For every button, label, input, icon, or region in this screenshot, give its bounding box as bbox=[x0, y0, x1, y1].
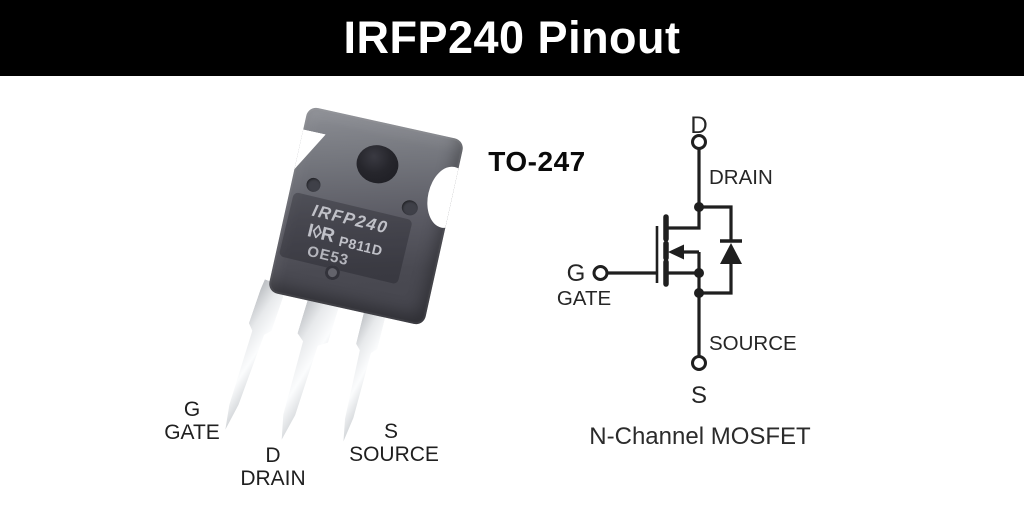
source-symbol-label: S bbox=[691, 382, 707, 409]
gate-pin bbox=[214, 279, 287, 433]
body-arrow bbox=[668, 244, 684, 260]
mold-mark bbox=[305, 176, 322, 194]
gate-pin-name: GATE bbox=[164, 421, 220, 444]
gate-name-label: GATE bbox=[557, 287, 611, 310]
corner-notch-left bbox=[290, 129, 341, 183]
drain-name-label: DRAIN bbox=[709, 166, 773, 189]
source-terminal-circle bbox=[691, 355, 707, 371]
title-bar: IRFP240 Pinout bbox=[0, 0, 1024, 76]
gate-terminal-circle bbox=[592, 265, 609, 281]
package-type-label: TO-247 bbox=[488, 146, 586, 177]
junction-dot bbox=[694, 288, 704, 298]
gate-symbol-label: G bbox=[567, 260, 586, 287]
marking-area: IRFP240 I◊R P811D OE53 bbox=[278, 191, 413, 285]
gate-pin-symbol: G bbox=[183, 398, 201, 421]
source-pin-name: SOURCE bbox=[349, 443, 439, 466]
page-title: IRFP240 Pinout bbox=[343, 12, 681, 63]
mounting-hole bbox=[352, 141, 403, 188]
junction-dot bbox=[694, 268, 704, 278]
drain-pin-name: DRAIN bbox=[240, 467, 306, 490]
drain-pin-symbol: D bbox=[265, 444, 281, 467]
to247-package-photo: IRFP240 I◊R P811D OE53 bbox=[231, 105, 465, 492]
source-name-label: SOURCE bbox=[709, 332, 797, 355]
mold-mark bbox=[400, 198, 420, 217]
source-pin bbox=[332, 303, 387, 444]
diode-anode-triangle bbox=[720, 243, 742, 264]
drain-symbol-label: D bbox=[690, 112, 707, 139]
package-body: IRFP240 I◊R P811D OE53 bbox=[267, 105, 465, 327]
junction-dot bbox=[694, 202, 704, 212]
corner-notch-right bbox=[421, 162, 465, 232]
mosfet-symbol: D DRAIN G GATE SOURCE S bbox=[557, 112, 797, 409]
schematic-caption: N-Channel MOSFET bbox=[589, 423, 811, 450]
source-pin-symbol: S bbox=[383, 420, 399, 443]
